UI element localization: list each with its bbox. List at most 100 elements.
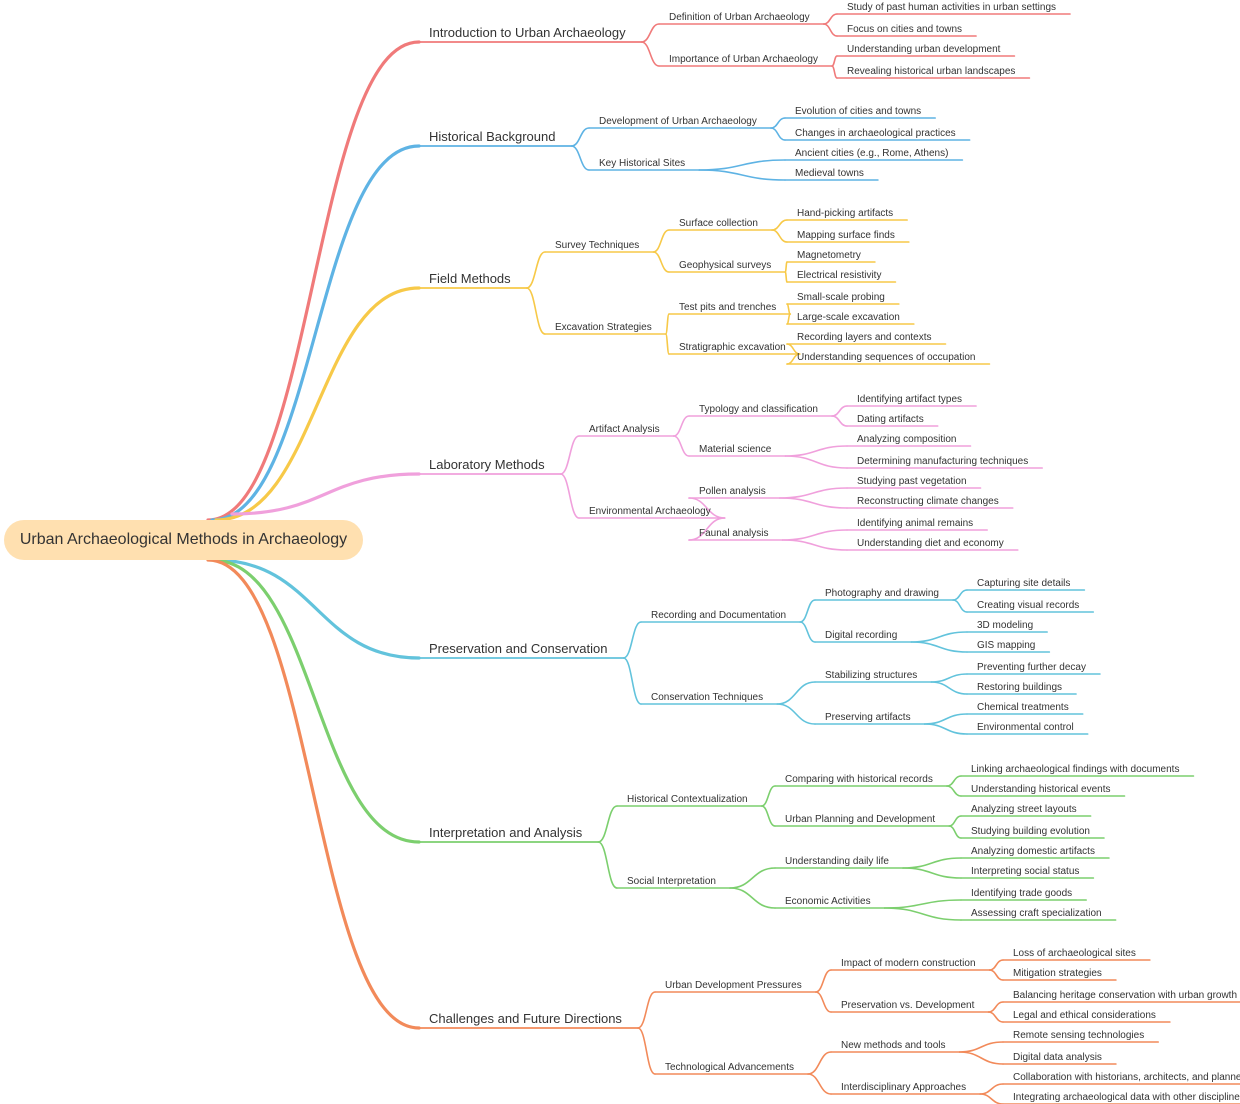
branch-5-item-2-1-label[interactable]: Stabilizing structures bbox=[825, 670, 917, 681]
branch-5-root-edge bbox=[212, 558, 421, 660]
branch-4-leaf-2-1-1-label[interactable]: Studying past vegetation bbox=[857, 476, 967, 487]
branch-6-subtopic-2-label[interactable]: Social Interpretation bbox=[627, 876, 716, 887]
branch-3-leaf-2-2-2-label[interactable]: Understanding sequences of occupation bbox=[797, 352, 975, 363]
branch-4-leaf-1-2-2-label[interactable]: Determining manufacturing techniques bbox=[857, 456, 1028, 467]
branch-4-leaf-1-2-1-label[interactable]: Analyzing composition bbox=[857, 434, 957, 445]
branch-4-leaf-1-1-2-label[interactable]: Dating artifacts bbox=[857, 414, 924, 425]
branch-4-topic-label[interactable]: Laboratory Methods bbox=[429, 457, 545, 472]
branch-6-leaf-2-1-1-label[interactable]: Analyzing domestic artifacts bbox=[971, 846, 1095, 857]
branch-2-item-1-2-label[interactable]: Changes in archaeological practices bbox=[795, 128, 956, 139]
branch-3-subtopic-2-label[interactable]: Excavation Strategies bbox=[555, 322, 652, 333]
branch-7-leaf-2-2-2-label[interactable]: Integrating archaeological data with oth… bbox=[1013, 1092, 1240, 1103]
branch-1-item-1-2-label[interactable]: Focus on cities and towns bbox=[847, 24, 962, 35]
branch-7-leaf-2-1-1-label[interactable]: Remote sensing technologies bbox=[1013, 1030, 1144, 1041]
branch-5-leaf-2-2-1-label[interactable]: Chemical treatments bbox=[977, 702, 1069, 713]
branch-1-subtopic-2-label[interactable]: Importance of Urban Archaeology bbox=[669, 54, 818, 65]
branch-7-topic-label[interactable]: Challenges and Future Directions bbox=[429, 1011, 622, 1026]
branch-5-topic-label[interactable]: Preservation and Conservation bbox=[429, 641, 608, 656]
branch-3-leaf-1-2-1-label[interactable]: Magnetometry bbox=[797, 250, 861, 261]
branch-4-leaf-2-2-2-label[interactable]: Understanding diet and economy bbox=[857, 538, 1004, 549]
branch-5-item-1-2-label[interactable]: Digital recording bbox=[825, 630, 897, 641]
branch-4-subtopic-1-label[interactable]: Artifact Analysis bbox=[589, 424, 660, 435]
branch-3-subtopic-1-label[interactable]: Survey Techniques bbox=[555, 240, 639, 251]
branch-6-item-1-1-label[interactable]: Comparing with historical records bbox=[785, 774, 933, 785]
branch-6-leaf-1-2-2-label[interactable]: Studying building evolution bbox=[971, 826, 1090, 837]
branch-3-topic-label[interactable]: Field Methods bbox=[429, 271, 511, 286]
branch-3-leaf-1-2-2-label[interactable]: Electrical resistivity bbox=[797, 270, 881, 281]
branch-5-item-1-1-label[interactable]: Photography and drawing bbox=[825, 588, 939, 599]
branch-6-leaf-1-1-1-label[interactable]: Linking archaeological findings with doc… bbox=[971, 764, 1179, 775]
branch-7-leaf-1-2-2-label[interactable]: Legal and ethical considerations bbox=[1013, 1010, 1156, 1021]
branch-4-item-2-1-label[interactable]: Pollen analysis bbox=[699, 486, 766, 497]
branch-2-item-2-2-label[interactable]: Medieval towns bbox=[795, 168, 864, 179]
branch-7-item-1-2-label[interactable]: Preservation vs. Development bbox=[841, 1000, 975, 1011]
branch-3-leaf-1-1-2-label[interactable]: Mapping surface finds bbox=[797, 230, 895, 241]
branch-3-leaf-2-1-1-label[interactable]: Small-scale probing bbox=[797, 292, 885, 303]
branch-5-subtopic-1-label[interactable]: Recording and Documentation bbox=[651, 610, 786, 621]
branch-6-subtopic-1-label[interactable]: Historical Contextualization bbox=[627, 794, 748, 805]
branch-6-leaf-2-2-2-label[interactable]: Assessing craft specialization bbox=[971, 908, 1102, 919]
branch-3-item-1-2-label[interactable]: Geophysical surveys bbox=[679, 260, 771, 271]
branch-2-topic-label[interactable]: Historical Background bbox=[429, 129, 555, 144]
branch-4-item-1-1-label[interactable]: Typology and classification bbox=[699, 404, 818, 415]
branch-7-subtopic-1-label[interactable]: Urban Development Pressures bbox=[665, 980, 802, 991]
branch-4-leaf-1-1-1-label[interactable]: Identifying artifact types bbox=[857, 394, 962, 405]
branch-5-leaf-2-1-1-label[interactable]: Preventing further decay bbox=[977, 662, 1086, 673]
branch-3-item-2-2-label[interactable]: Stratigraphic excavation bbox=[679, 342, 786, 353]
branch-6-leaf-1-1-2-label[interactable]: Understanding historical events bbox=[971, 784, 1111, 795]
branch-1-subtopic-1-label[interactable]: Definition of Urban Archaeology bbox=[669, 12, 810, 23]
branch-6-leaf-2-1-2-label[interactable]: Interpreting social status bbox=[971, 866, 1079, 877]
branch-6-leaf-2-2-1-label[interactable]: Identifying trade goods bbox=[971, 888, 1072, 899]
branch-6-topic-label[interactable]: Interpretation and Analysis bbox=[429, 825, 583, 840]
branch-5-leaf-2-2-2-label[interactable]: Environmental control bbox=[977, 722, 1074, 733]
branch-2-item-2-1-label[interactable]: Ancient cities (e.g., Rome, Athens) bbox=[795, 148, 948, 159]
branch-4-item-2-2-label[interactable]: Faunal analysis bbox=[699, 528, 768, 539]
branch-5-leaf-1-2-2-label[interactable]: GIS mapping bbox=[977, 640, 1035, 651]
branch-5-leaf-1-1-2-label[interactable]: Creating visual records bbox=[977, 600, 1079, 611]
branch-2-item-1-1-label[interactable]: Evolution of cities and towns bbox=[795, 106, 921, 117]
branch-5-leaf-1-1-1-label[interactable]: Capturing site details bbox=[977, 578, 1070, 589]
branch-4-leaf-2-2-1-label[interactable]: Identifying animal remains bbox=[857, 518, 973, 529]
branch-2-subtopic-2-label[interactable]: Key Historical Sites bbox=[599, 158, 685, 169]
branch-1-item-2-1-label[interactable]: Understanding urban development bbox=[847, 44, 1001, 55]
branch-7-edge-1 bbox=[637, 991, 656, 1029]
branch-2-edge-1 bbox=[570, 127, 590, 147]
branch-4-edge-2-1-2 bbox=[778, 497, 848, 509]
root-node[interactable]: Urban Archaeological Methods in Archaeol… bbox=[4, 520, 363, 560]
branch-4-item-1-2-label[interactable]: Material science bbox=[699, 444, 772, 455]
branch-4-subtopic-2-label[interactable]: Environmental Archaeology bbox=[589, 506, 711, 517]
branch-1-item-1-1-label[interactable]: Study of past human activities in urban … bbox=[847, 2, 1056, 13]
branch-5-leaf-1-2-1-label[interactable]: 3D modeling bbox=[977, 620, 1033, 631]
branch-7-leaf-1-2-1-label[interactable]: Balancing heritage conservation with urb… bbox=[1013, 990, 1237, 1001]
branch-1-topic-label[interactable]: Introduction to Urban Archaeology bbox=[429, 25, 626, 40]
branch-5-subtopic-2-label[interactable]: Conservation Techniques bbox=[651, 692, 763, 703]
branch-3-edge-1-2-2 bbox=[784, 271, 788, 283]
branch-7-leaf-2-2-1-label[interactable]: Collaboration with historians, architect… bbox=[1013, 1072, 1240, 1083]
branch-7-leaf-1-1-2-label[interactable]: Mitigation strategies bbox=[1013, 968, 1102, 979]
branch-7-leaf-1-1-1-label[interactable]: Loss of archaeological sites bbox=[1013, 948, 1136, 959]
branch-7-edge-2-1 bbox=[807, 1051, 832, 1075]
branch-5-leaf-2-1-2-label[interactable]: Restoring buildings bbox=[977, 682, 1062, 693]
branch-7-leaf-2-1-2-label[interactable]: Digital data analysis bbox=[1013, 1052, 1102, 1063]
branch-5-item-2-2-label[interactable]: Preserving artifacts bbox=[825, 712, 911, 723]
branch-7-item-2-2-label[interactable]: Interdisciplinary Approaches bbox=[841, 1082, 966, 1093]
branch-3-leaf-1-1-1-label[interactable]: Hand-picking artifacts bbox=[797, 208, 893, 219]
branch-3-item-2-1-label[interactable]: Test pits and trenches bbox=[679, 302, 776, 313]
branch-7-item-2-1-label[interactable]: New methods and tools bbox=[841, 1040, 946, 1051]
branch-3-leaf-2-1-2-label[interactable]: Large-scale excavation bbox=[797, 312, 900, 323]
branch-3-leaf-2-2-1-label[interactable]: Recording layers and contexts bbox=[797, 332, 932, 343]
branch-6-item-2-1-label[interactable]: Understanding daily life bbox=[785, 856, 889, 867]
branch-3-edge-1-2 bbox=[652, 251, 670, 273]
branch-6-item-2-2-label[interactable]: Economic Activities bbox=[785, 896, 871, 907]
branch-6-leaf-1-2-1-label[interactable]: Analyzing street layouts bbox=[971, 804, 1077, 815]
branch-2-subtopic-1-label[interactable]: Development of Urban Archaeology bbox=[599, 116, 757, 127]
branch-5-edge-1-1-2 bbox=[952, 599, 968, 613]
branch-4-edge-1-1-2 bbox=[831, 415, 848, 427]
branch-7-item-1-1-label[interactable]: Impact of modern construction bbox=[841, 958, 976, 969]
branch-7-edge-1-2-1 bbox=[987, 1001, 1004, 1013]
branch-6-item-1-2-label[interactable]: Urban Planning and Development bbox=[785, 814, 935, 825]
branch-4-leaf-2-1-2-label[interactable]: Reconstructing climate changes bbox=[857, 496, 999, 507]
branch-3-item-1-1-label[interactable]: Surface collection bbox=[679, 218, 758, 229]
branch-7-subtopic-2-label[interactable]: Technological Advancements bbox=[665, 1062, 794, 1073]
branch-1-item-2-2-label[interactable]: Revealing historical urban landscapes bbox=[847, 66, 1015, 77]
